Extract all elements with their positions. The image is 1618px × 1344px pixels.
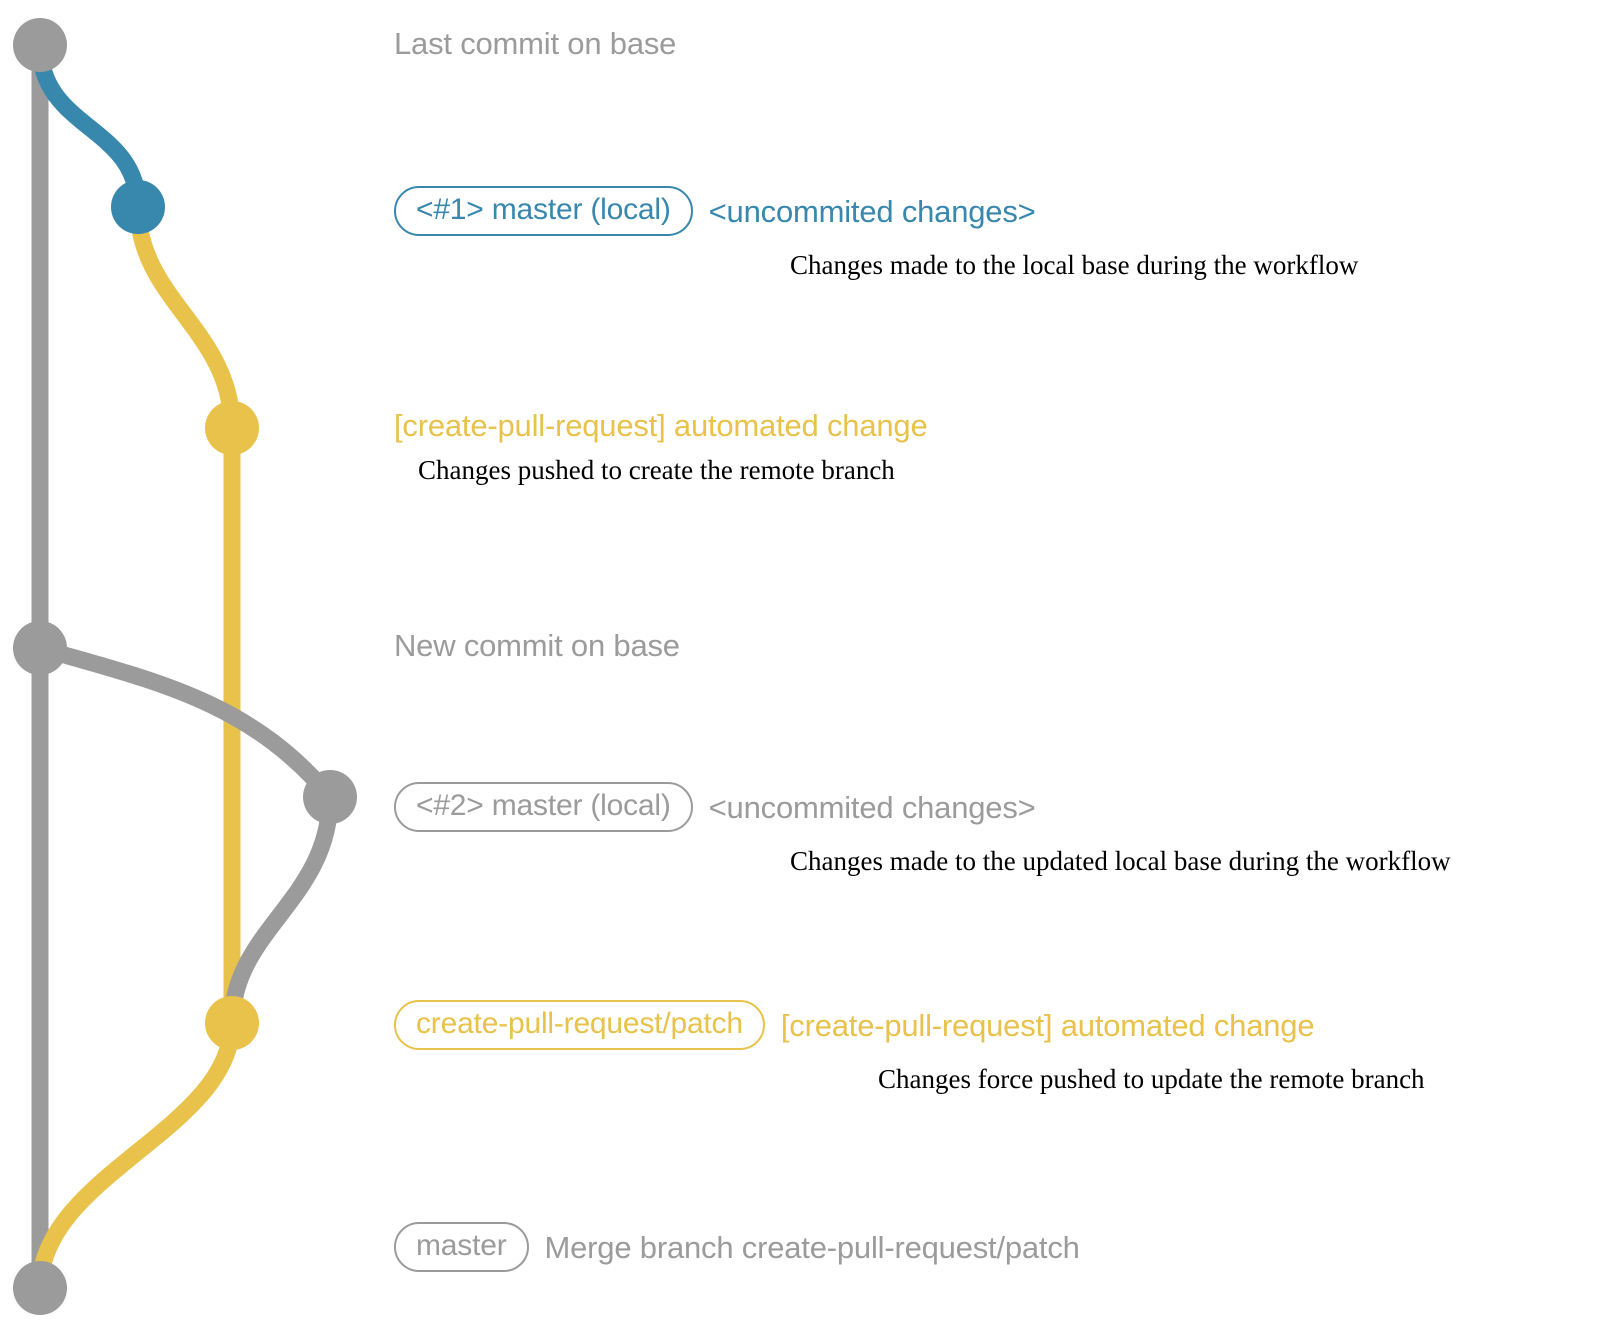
gray-to-patch-edge <box>223 788 339 1032</box>
commit-node-master-local-2[interactable] <box>303 770 357 824</box>
ref-badge-master[interactable]: master <box>394 1222 529 1272</box>
yellow-create-edge <box>129 198 241 437</box>
commit-subject-new-commit-on-base: New commit on base <box>394 628 680 663</box>
commit-node-master-local-1[interactable] <box>111 180 165 234</box>
commit-description-automated-change-update: Changes force pushed to update the remot… <box>878 1064 1425 1094</box>
commit-node-patch-create[interactable] <box>205 401 259 455</box>
commit-node-patch-update[interactable] <box>205 996 259 1050</box>
annotation-row-master-local-1: <#1> master (local) <uncommited changes>… <box>394 186 1358 281</box>
blue-branch-edge <box>31 36 147 216</box>
commit-description-master-local-2: Changes made to the updated local base d… <box>790 846 1451 876</box>
commit-description-master-local-1: Changes made to the local base during th… <box>790 250 1359 280</box>
commit-description-automated-change-create: Changes pushed to create the remote bran… <box>418 455 895 485</box>
row-main: [create-pull-request] automated change <box>394 410 928 441</box>
ref-badge-master-local-2[interactable]: <#2> master (local) <box>394 782 693 832</box>
row-main: create-pull-request/patch [create-pull-r… <box>394 1000 1425 1050</box>
ref-badge-master-local-1[interactable]: <#1> master (local) <box>394 186 693 236</box>
annotation-row-master-local-2: <#2> master (local) <uncommited changes>… <box>394 782 1451 877</box>
row-main: Last commit on base <box>394 28 676 59</box>
annotation-row-automated-change-update: create-pull-request/patch [create-pull-r… <box>394 1000 1425 1095</box>
yellow-merge-edge <box>31 1014 241 1297</box>
gray-local-branch-edge <box>31 639 339 806</box>
annotation-row-automated-change-create: [create-pull-request] automated change C… <box>394 410 928 486</box>
commit-subject-master-local-1: <uncommited changes> <box>708 193 1036 229</box>
row-main: <#2> master (local) <uncommited changes> <box>394 782 1451 832</box>
row-main: New commit on base <box>394 630 680 661</box>
commit-subject-merge-branch: Merge branch create-pull-request/patch <box>544 1229 1080 1265</box>
commit-node-master-merge[interactable] <box>13 1261 67 1315</box>
commit-node-base-last[interactable] <box>13 18 67 72</box>
commit-subject-automated-change-update: [create-pull-request] automated change <box>780 1007 1315 1043</box>
commit-subject-automated-change-create: [create-pull-request] automated change <box>394 408 928 443</box>
commit-subject-master-local-2: <uncommited changes> <box>708 789 1036 825</box>
annotation-row-merge-branch: master Merge branch create-pull-request/… <box>394 1222 1080 1272</box>
commit-subject-last-commit-on-base: Last commit on base <box>394 26 677 61</box>
row-main: <#1> master (local) <uncommited changes> <box>394 186 1358 236</box>
annotation-row-last-commit-on-base: Last commit on base <box>394 28 676 59</box>
commit-node-base-new[interactable] <box>13 621 67 675</box>
row-main: master Merge branch create-pull-request/… <box>394 1222 1080 1272</box>
commit-graph <box>13 18 357 1315</box>
annotation-row-new-commit-on-base: New commit on base <box>394 630 680 661</box>
ref-badge-create-pull-request-patch[interactable]: create-pull-request/patch <box>394 1000 765 1050</box>
